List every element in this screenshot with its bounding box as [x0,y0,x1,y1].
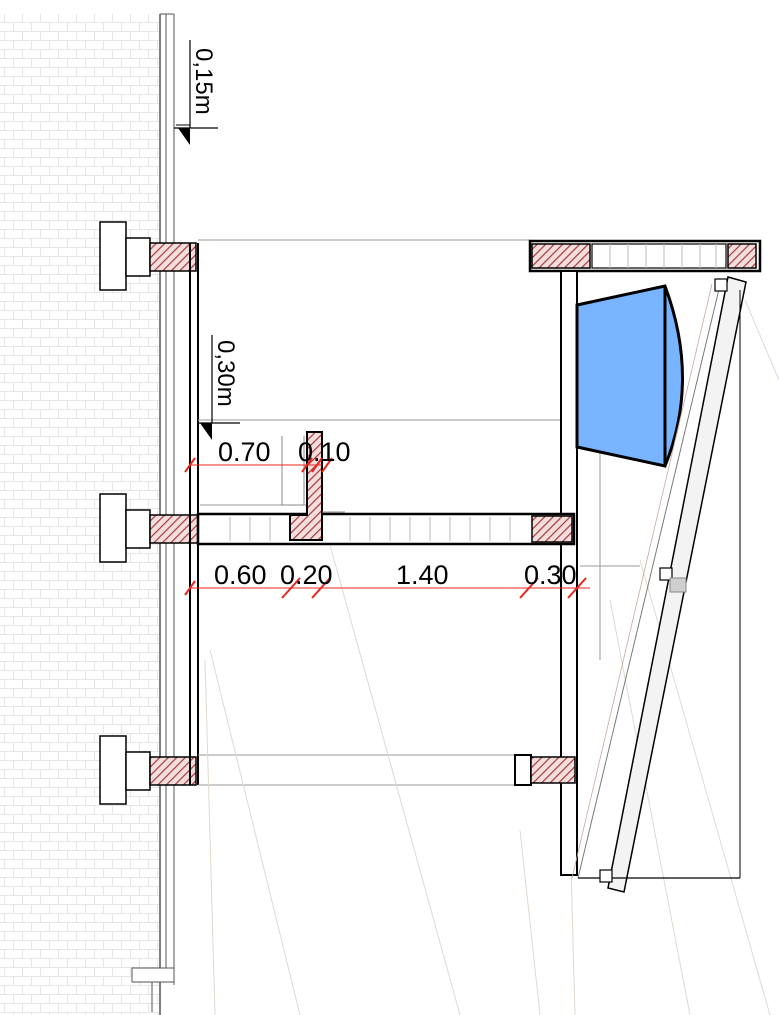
anchor-top [99,221,197,291]
dimension-lines [184,457,640,599]
blue-canopy [575,284,684,468]
level-marker-middle [198,335,240,440]
right-column [560,270,578,876]
anchor-bottom [99,735,197,805]
anchor-middle [99,493,199,563]
level-marker-top [174,40,218,145]
dim-lower-d: 0.30 [524,560,577,590]
dim-mid-offset: 0,30m [212,340,239,407]
lower-right-block [514,754,576,786]
perspective-lines [204,299,779,1015]
level-markers [174,40,240,440]
upper-beam [528,239,762,273]
dim-top-offset: 0,15m [190,48,217,115]
wall-anchors [99,221,199,805]
dim-lower-c: 1.40 [396,560,449,590]
dim-lower-b: 0.20 [280,560,333,590]
inclined-panel [571,276,747,893]
dim-upper-a: 0.70 [218,437,271,467]
dim-lower-a: 0.60 [214,560,267,590]
dim-upper-b: 0.10 [298,437,351,467]
middle-beam [196,431,576,546]
